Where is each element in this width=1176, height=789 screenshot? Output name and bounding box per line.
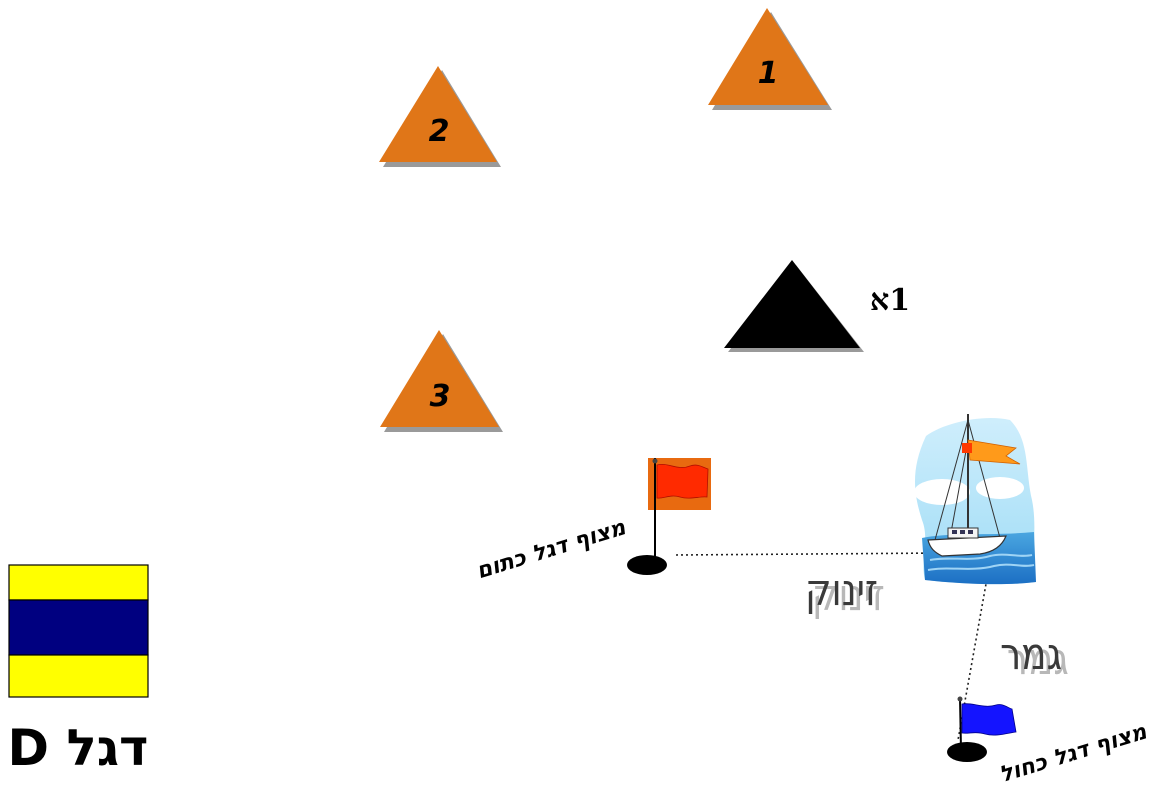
d-flag-bottom-stripe <box>8 654 149 698</box>
mark-3: 3 <box>380 330 503 432</box>
start-label-group: זינוק זינוק <box>805 564 885 621</box>
finish-label-shadow: גמר <box>1007 633 1069 685</box>
orange-flag-cloth <box>656 463 709 499</box>
mark-1a-label: 1א <box>870 283 910 318</box>
mark-1: 1 <box>708 8 832 110</box>
orange-buoy-label-group: מצוף דגל כתום <box>474 515 630 584</box>
mark-1a: 1א <box>724 260 910 352</box>
mark-3-triangle <box>380 330 499 427</box>
committee-boat <box>914 414 1036 585</box>
start-line <box>675 552 945 556</box>
d-flag: דגל D <box>8 564 149 777</box>
start-label: זינוק <box>805 564 878 616</box>
mark-1-number: 1 <box>758 56 779 91</box>
d-flag-label: דגל D <box>8 719 149 777</box>
finish-label-group: גמר גמר <box>1000 628 1069 685</box>
mark-3-number: 3 <box>430 379 451 414</box>
mark-2-triangle <box>379 66 497 162</box>
d-flag-top-stripe <box>8 564 149 601</box>
mark-2: 2 <box>379 66 501 167</box>
orange-buoy <box>627 555 667 575</box>
blue-flag-pole <box>959 697 962 751</box>
blue-flag-buoy <box>947 696 1017 762</box>
mark-1a-triangle <box>724 260 860 348</box>
d-flag-middle-stripe <box>8 599 149 656</box>
boat-pennant <box>967 439 1021 465</box>
blue-buoy-label: מצוף דגל כחול <box>997 719 1151 788</box>
finish-label: גמר <box>1000 628 1062 680</box>
orange-buoy-label: מצוף דגל כתום <box>474 515 630 584</box>
boat-hull <box>927 535 1007 557</box>
start-label-shadow: זינוק <box>812 569 885 621</box>
mark-1-triangle <box>708 8 828 105</box>
mark-2-number: 2 <box>429 114 450 149</box>
blue-flag-cloth <box>961 703 1017 736</box>
orange-flag-buoy <box>627 458 711 575</box>
blue-buoy <box>947 742 987 762</box>
blue-buoy-label-group: מצוף דגל כחול <box>997 719 1151 788</box>
